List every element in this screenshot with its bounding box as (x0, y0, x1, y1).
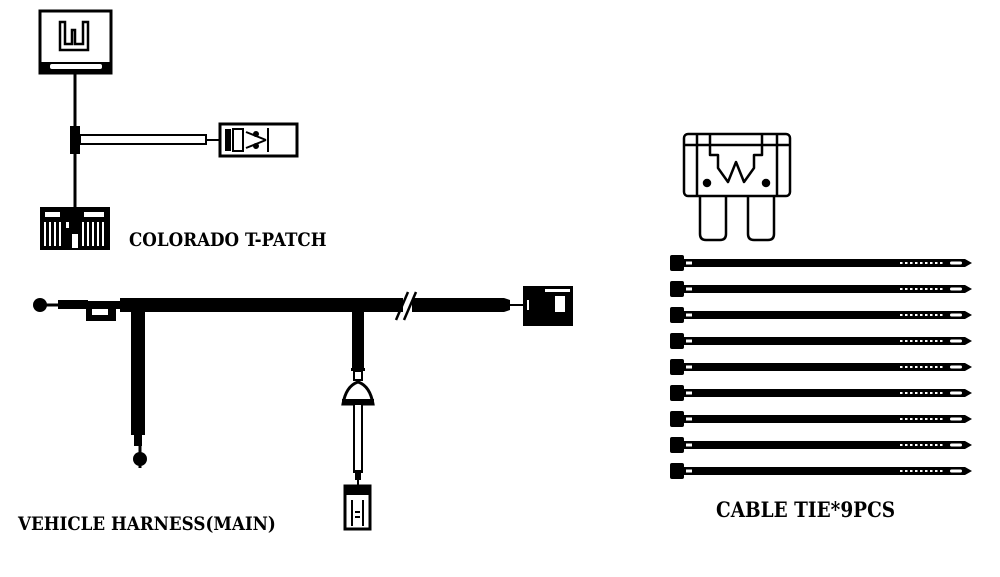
vehicle-harness-label: VEHICLE HARNESS(MAIN) (18, 513, 276, 535)
cable-tie-icon (670, 463, 972, 479)
t-patch-side-connector-icon (218, 122, 299, 158)
cable-tie-icon (670, 385, 972, 401)
harness-end-connector-icon (523, 286, 573, 326)
grommet-icon (341, 380, 375, 406)
t-patch-label: COLORADO T-PATCH (129, 229, 327, 251)
cable-ties-group (670, 255, 972, 479)
t-patch-assembly (38, 9, 299, 250)
cable-tie-icon (670, 307, 972, 323)
vehicle-harness-assembly (33, 286, 573, 531)
t-patch-bottom-connector-icon (40, 207, 110, 250)
t-patch-top-connector-icon (38, 9, 113, 75)
cable-tie-label: CABLE TIE*9PCS (716, 497, 896, 522)
inline-fuse-holder-icon (86, 301, 116, 321)
cable-tie-icon (670, 359, 972, 375)
ring-terminal-icon (33, 298, 47, 312)
cable-tie-icon (670, 333, 972, 349)
cable-tie-icon (670, 281, 972, 297)
cable-tie-icon (670, 437, 972, 453)
switch-connector-icon (343, 484, 372, 531)
cable-tie-icon (670, 255, 972, 271)
blade-fuse-icon (682, 132, 792, 242)
cable-tie-icon (670, 411, 972, 427)
